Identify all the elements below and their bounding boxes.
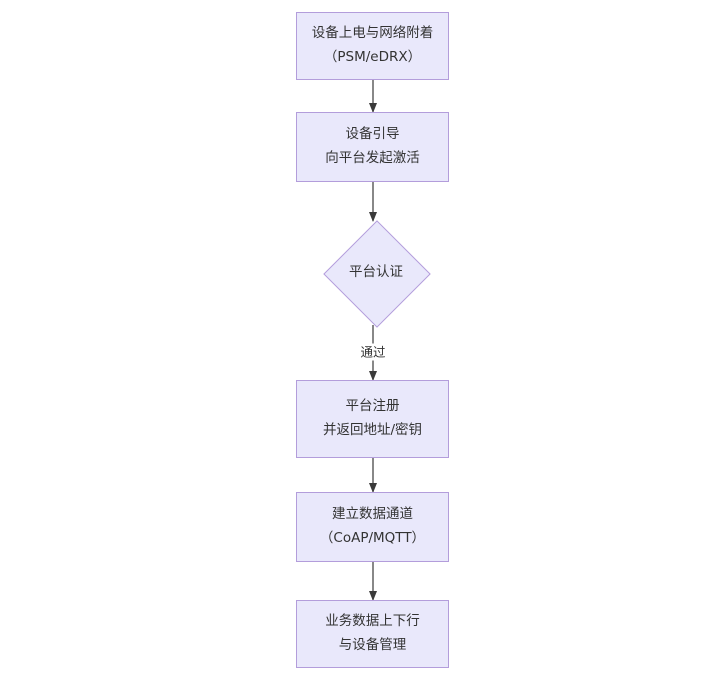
node-text-line: 设备上电与网络附着: [311, 25, 434, 42]
flowchart-node-data-channel[interactable]: 建立数据通道 （CoAP/MQTT）: [296, 492, 449, 562]
node-text-line: 建立数据通道: [332, 506, 413, 523]
node-text-line: 平台注册: [345, 398, 400, 415]
node-text-line: （PSM/eDRX）: [323, 49, 422, 65]
flowchart-node-platform-auth[interactable]: 平台认证: [322, 220, 431, 328]
node-text-line: 设备引导: [345, 126, 400, 143]
node-text-line: （CoAP/MQTT）: [319, 530, 426, 546]
node-text-line: 与设备管理: [338, 637, 407, 653]
node-text-line: 向平台发起激活: [325, 150, 420, 166]
flowchart-node-platform-register[interactable]: 平台注册并返回地址/密钥: [296, 380, 449, 458]
flowchart-node-service-data[interactable]: 业务数据上下行与设备管理: [296, 600, 449, 668]
flowchart-node-power-on[interactable]: 设备上电与网络附着 （PSM/eDRX）: [296, 12, 449, 80]
node-label: 平台认证: [349, 262, 403, 284]
edge-label-e3: 通过: [358, 343, 388, 361]
node-text-line: 并返回地址/密钥: [322, 422, 423, 438]
node-text-line: 平台认证: [349, 264, 403, 281]
flowchart-node-bootstrap[interactable]: 设备引导向平台发起激活: [296, 112, 449, 182]
node-text-line: 业务数据上下行: [325, 613, 420, 630]
